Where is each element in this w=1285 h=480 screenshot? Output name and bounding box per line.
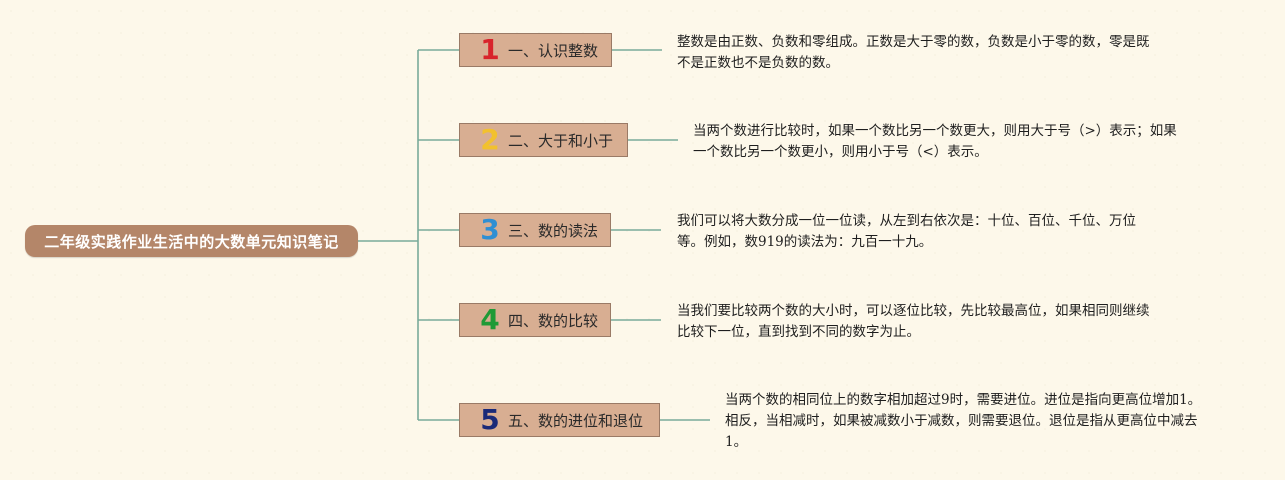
number-four-icon: 4 bbox=[480, 303, 500, 336]
topic-node-5[interactable]: 5 五、数的进位和退位 bbox=[459, 403, 660, 437]
topic-node-4[interactable]: 4 四、数的比较 bbox=[459, 303, 611, 337]
topic-node-2[interactable]: 2 二、大于和小于 bbox=[459, 123, 628, 157]
description-line: 1。 bbox=[725, 434, 748, 450]
description-line: 比较下一位，直到找到不同的数字为止。 bbox=[677, 324, 920, 340]
number-three-icon: 3 bbox=[480, 213, 500, 246]
description-line: 等。例如，数919的读法为：九百一十九。 bbox=[677, 234, 933, 250]
description-line: 当两个数进行比较时，如果一个数比另一个数更大，则用大于号（>）表示；如果 bbox=[693, 123, 1177, 139]
topic-label-1: 一、认识整数 bbox=[508, 41, 599, 60]
topic-description-2: 当两个数进行比较时，如果一个数比另一个数更大，则用大于号（>）表示；如果 一个数… bbox=[693, 121, 1177, 163]
number-one-icon: 1 bbox=[480, 33, 500, 66]
topic-description-3: 我们可以将大数分成一位一位读，从左到右依次是：十位、百位、千位、万位 等。例如，… bbox=[677, 211, 1136, 253]
description-line: 相反，当相减时，如果被减数小于减数，则需要退位。退位是指从更高位中减去 bbox=[725, 413, 1198, 429]
number-two-icon: 2 bbox=[480, 123, 500, 156]
topic-node-1[interactable]: 1 一、认识整数 bbox=[459, 33, 612, 67]
description-line: 不是正数也不是负数的数。 bbox=[677, 55, 839, 71]
root-title: 二年级实践作业生活中的大数单元知识笔记 bbox=[44, 232, 339, 251]
description-line: 一个数比另一个数更小，则用小于号（<）表示。 bbox=[693, 144, 988, 160]
description-line: 整数是由正数、负数和零组成。正数是大于零的数，负数是小于零的数，零是既 bbox=[677, 34, 1150, 50]
topic-label-2: 二、大于和小于 bbox=[508, 131, 614, 150]
topic-label-3: 三、数的读法 bbox=[508, 221, 599, 240]
topic-label-5: 五、数的进位和退位 bbox=[508, 411, 644, 430]
topic-node-3[interactable]: 3 三、数的读法 bbox=[459, 213, 611, 247]
topic-description-1: 整数是由正数、负数和零组成。正数是大于零的数，负数是小于零的数，零是既 不是正数… bbox=[677, 32, 1150, 74]
topic-label-4: 四、数的比较 bbox=[508, 311, 599, 330]
root-node[interactable]: 二年级实践作业生活中的大数单元知识笔记 bbox=[25, 225, 358, 257]
number-five-icon: 5 bbox=[480, 403, 500, 436]
description-line: 当我们要比较两个数的大小时，可以逐位比较，先比较最高位，如果相同则继续 bbox=[677, 303, 1150, 319]
description-line: 当两个数的相同位上的数字相加超过9时，需要进位。进位是指向更高位增加1。 bbox=[725, 392, 1202, 408]
description-line: 我们可以将大数分成一位一位读，从左到右依次是：十位、百位、千位、万位 bbox=[677, 213, 1136, 229]
topic-description-4: 当我们要比较两个数的大小时，可以逐位比较，先比较最高位，如果相同则继续 比较下一… bbox=[677, 301, 1150, 343]
topic-description-5: 当两个数的相同位上的数字相加超过9时，需要进位。进位是指向更高位增加1。 相反，… bbox=[725, 390, 1201, 453]
